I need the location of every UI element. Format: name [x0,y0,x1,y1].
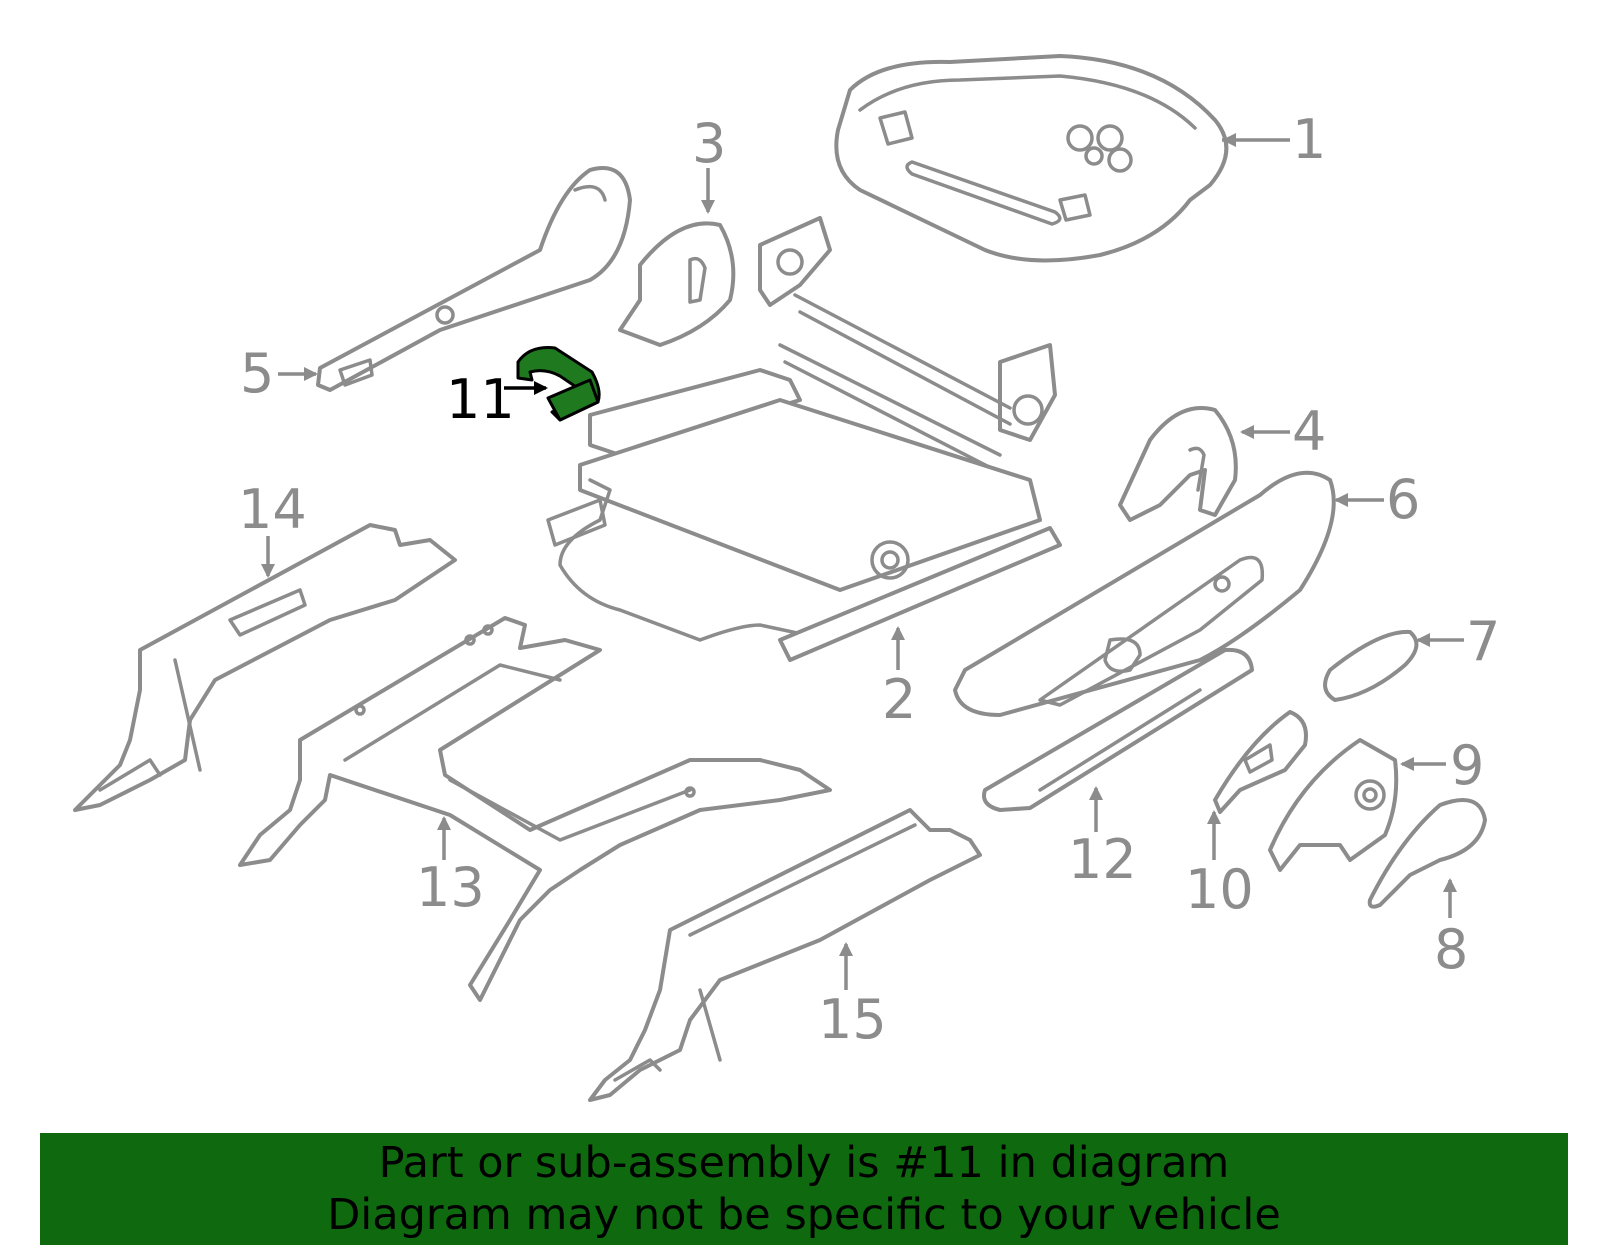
part-7-cap[interactable] [1323,629,1419,702]
callout-13: 13 [416,816,485,919]
callout-7: 7 [1416,610,1500,673]
callout-label-10: 10 [1185,858,1254,921]
part-10-bracket[interactable] [1213,710,1308,814]
part-11-clip-highlighted[interactable] [516,346,601,422]
callout-label-3: 3 [692,112,726,175]
callout-label-9: 9 [1450,734,1484,797]
callout-label-1: 1 [1292,108,1326,171]
callout-4: 4 [1240,400,1326,463]
callout-14: 14 [238,478,307,578]
part-2-seat-frame[interactable] [546,216,1062,662]
callout-6: 6 [1334,468,1420,531]
callout-label-7: 7 [1466,610,1500,673]
callout-3: 3 [692,112,726,214]
part-3-hinge-cover[interactable] [618,221,736,347]
part-14-left-rail[interactable] [73,523,457,812]
callout-label-13: 13 [416,856,485,919]
callout-label-12: 12 [1068,828,1137,891]
callout-9: 9 [1400,734,1484,797]
callout-label-6: 6 [1386,468,1420,531]
callout-label-2: 2 [882,668,916,731]
callout-label-8: 8 [1434,918,1468,981]
callout-2: 2 [882,626,916,731]
callout-11: 11 [446,368,548,431]
part-9-knob-cover[interactable] [1268,738,1399,872]
banner-line-1: Part or sub-assembly is #11 in diagram [378,1138,1230,1188]
callout-12: 12 [1068,786,1137,891]
callout-label-15: 15 [818,988,887,1051]
callout-5: 5 [240,342,318,405]
callout-label-11: 11 [446,368,515,431]
part-15-right-rail[interactable] [588,808,982,1102]
part-4-hinge-cover-right[interactable] [1118,406,1238,522]
info-banner: Part or sub-assembly is #11 in diagram D… [40,1133,1568,1245]
part-1-seat-cushion[interactable] [834,54,1229,263]
part-13-base-frame[interactable] [238,616,832,1002]
callout-label-14: 14 [238,478,307,541]
callout-label-4: 4 [1292,400,1326,463]
part-8-lever[interactable] [1367,798,1487,909]
parts-diagram: 1 2 3 4 5 6 7 8 9 10 [73,54,1500,1102]
part-5-side-trim[interactable] [316,166,632,392]
callout-10: 10 [1185,810,1254,921]
callout-1: 1 [1222,108,1326,171]
banner-line-2: Diagram may not be specific to your vehi… [327,1190,1281,1240]
callout-label-5: 5 [240,342,274,405]
part-12-rail-trim[interactable] [982,647,1254,812]
part-6-side-shield[interactable] [953,470,1336,717]
callout-8: 8 [1434,878,1468,981]
callout-15: 15 [818,942,887,1051]
